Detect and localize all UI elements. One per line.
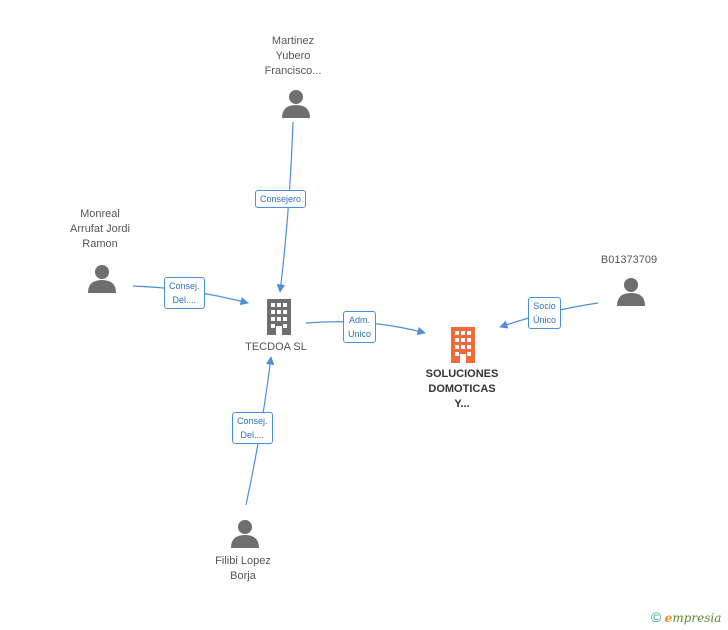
label-line: Y...: [454, 398, 470, 410]
footer-brand: © empresia: [651, 609, 721, 625]
label-line: DOMOTICAS: [428, 383, 496, 395]
label-line: Borja: [230, 570, 256, 582]
person-icon[interactable]: [616, 276, 646, 306]
edge-label-line: Consej.: [237, 416, 268, 426]
person-icon[interactable]: [230, 518, 260, 548]
label-line: Martinez: [271, 35, 315, 47]
edge-label-line: Único: [533, 315, 557, 325]
brand-initial: e: [664, 611, 673, 625]
label-line: Monreal: [80, 208, 120, 220]
edge-label-line: Unico: [348, 329, 372, 339]
edge-label-line: Del....: [240, 430, 265, 440]
node-label-soluciones[interactable]: SOLUCIONES DOMOTICAS Y...: [412, 367, 512, 412]
label-line: Yubero: [275, 50, 311, 62]
building-icon[interactable]: [263, 299, 295, 335]
node-label-filibi[interactable]: Filibi Lopez Borja: [193, 554, 293, 584]
edge-label-line: Socio: [533, 301, 556, 311]
edge-label-consej-del-filibi: Consej. Del....: [232, 412, 273, 444]
node-label-martinez[interactable]: Martinez Yubero Francisco...: [243, 34, 343, 79]
edge-label-line: Adm.: [349, 315, 371, 325]
edge-label-consejero: Consejero: [255, 190, 307, 208]
label-line: Ramon: [82, 238, 118, 250]
brand-logo: empresia: [665, 611, 722, 625]
label-line: Francisco...: [264, 65, 322, 77]
edge-label-consej-del-monreal: Consej. Del....: [164, 277, 205, 309]
person-icon[interactable]: [87, 263, 117, 293]
node-label-b013[interactable]: B01373709: [579, 253, 679, 268]
copyright-icon: ©: [651, 609, 662, 625]
person-icon[interactable]: [281, 88, 311, 118]
label-line: Arrufat Jordi: [70, 223, 130, 235]
label-line: B01373709: [600, 254, 658, 266]
edge-label-socio-unico: Socio Único: [528, 297, 562, 329]
node-label-monreal[interactable]: Monreal Arrufat Jordi Ramon: [50, 207, 150, 252]
edge-label-line: Del....: [172, 295, 197, 305]
edge-martinez-tecdoa: [276, 121, 294, 293]
label-line: Filibi Lopez: [215, 555, 271, 567]
label-line: TECDOA SL: [245, 341, 307, 353]
edge-label-adm-unico: Adm. Unico: [343, 311, 377, 343]
edge-label-line: Consejero: [260, 194, 302, 204]
building-icon[interactable]: [447, 327, 479, 363]
node-label-tecdoa[interactable]: TECDOA SL: [226, 340, 326, 355]
edge-label-line: Consej.: [169, 281, 200, 291]
brand-name: mpresia: [672, 611, 722, 625]
label-line: SOLUCIONES: [425, 368, 499, 380]
